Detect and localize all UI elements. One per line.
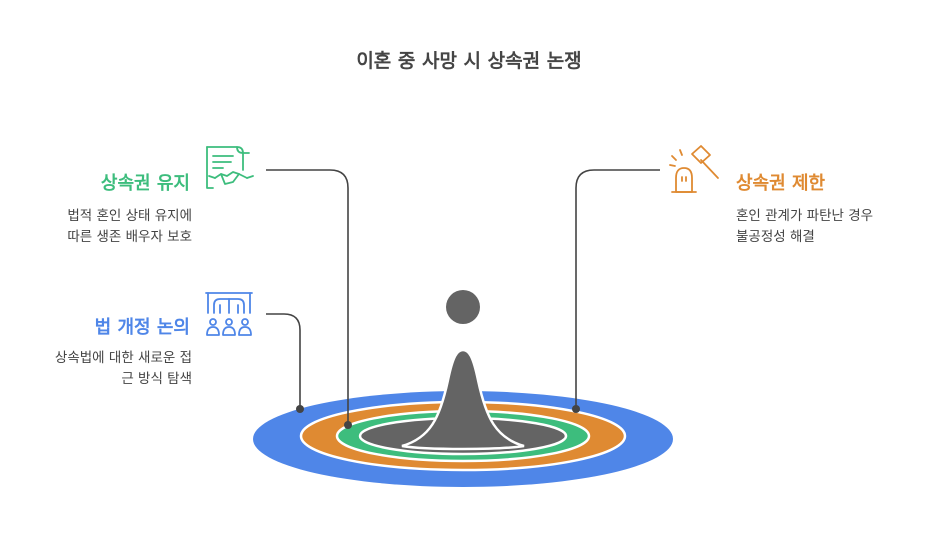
heading-reform: 법 개정 논의 xyxy=(95,313,190,339)
desc-reform-line1: 상속법에 대한 새로운 접 xyxy=(55,348,192,369)
desc-restrict-line1: 혼인 관계가 파탄난 경우 xyxy=(736,206,873,227)
falling-drop xyxy=(446,290,480,324)
connector-orange-dot xyxy=(572,405,580,413)
connector-green-dot xyxy=(344,421,352,429)
heading-maintain: 상속권 유지 xyxy=(101,169,190,195)
desc-maintain-line1: 법적 혼인 상태 유지에 xyxy=(67,206,192,227)
desc-reform-line2: 근 방식 탐색 xyxy=(121,369,192,390)
connector-blue-dot xyxy=(296,405,304,413)
heading-restrict: 상속권 제한 xyxy=(736,169,825,195)
desc-restrict-line2: 불공정성 해결 xyxy=(736,227,815,248)
connector-orange xyxy=(576,170,660,409)
desc-maintain-line2: 따른 생존 배우자 보호 xyxy=(67,227,192,248)
connector-blue xyxy=(266,314,300,409)
document-handshake-icon xyxy=(203,144,255,194)
building-people-icon xyxy=(203,289,255,339)
gavel-icon xyxy=(668,144,724,196)
connector-green xyxy=(266,170,348,425)
